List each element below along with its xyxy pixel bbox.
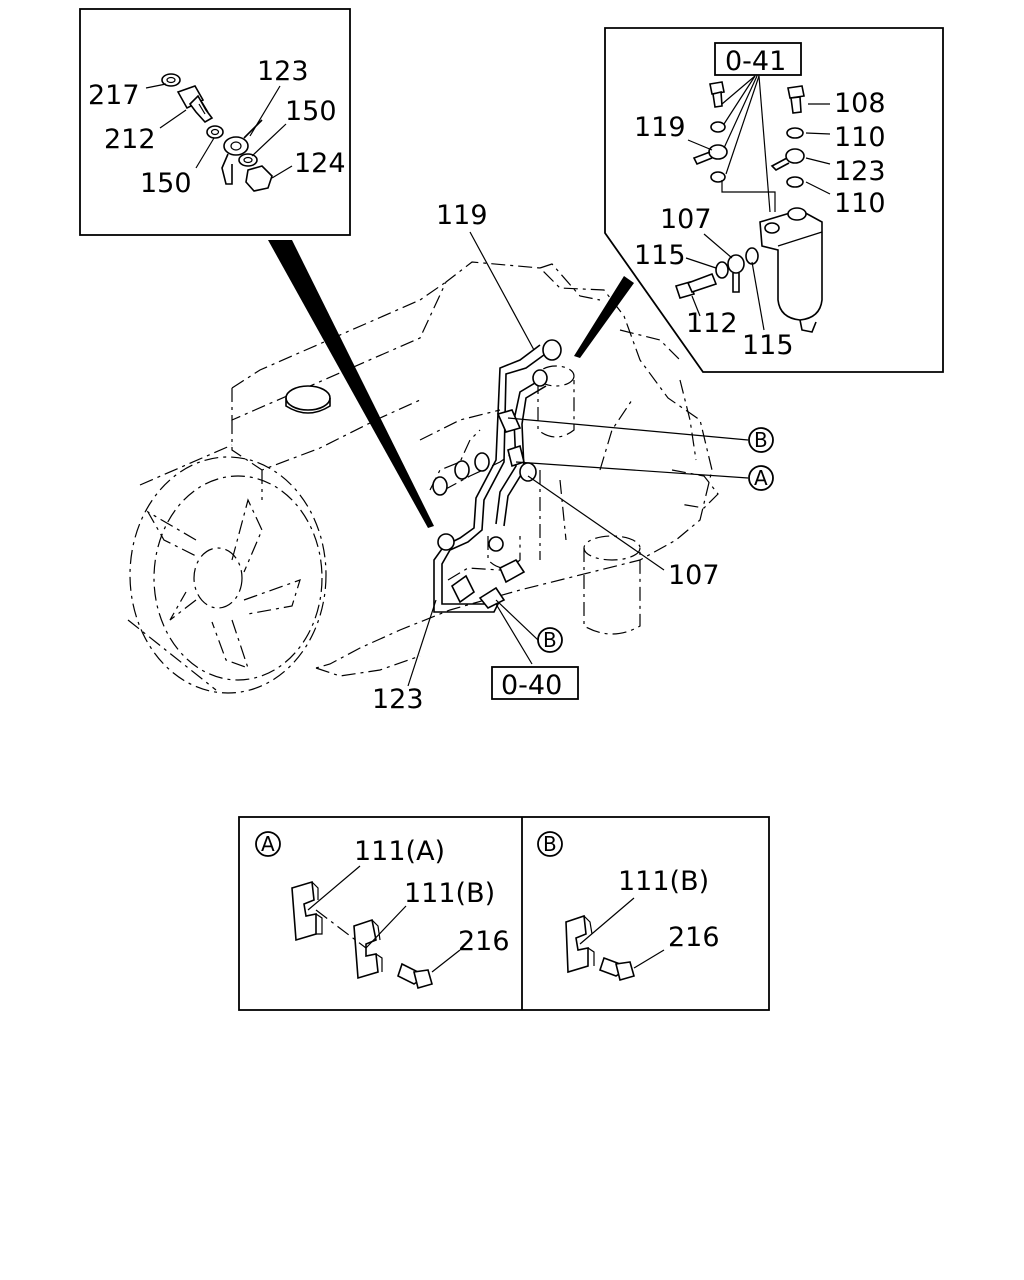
banjo-123 — [221, 119, 263, 185]
label-115-left: 115 — [634, 240, 686, 271]
label-217: 217 — [88, 80, 140, 111]
clamp-111b-b — [565, 914, 589, 974]
inset-fuel-filter: 0-41 — [604, 27, 944, 373]
fitting-212 — [176, 85, 214, 124]
inset-pointer-right — [574, 276, 634, 358]
callout-b-upper-text: B — [754, 428, 768, 452]
ref-box-0-41 — [714, 42, 802, 76]
callout-a — [748, 465, 774, 491]
label-108: 108 — [834, 88, 886, 119]
label-119-right: 119 — [634, 112, 686, 143]
detail-a-marker-text: A — [261, 832, 275, 856]
inset-pointer-left — [268, 240, 434, 528]
ref-0-40: 0-40 — [501, 670, 562, 701]
inset-frame — [79, 8, 351, 236]
banjo-119 — [692, 144, 728, 166]
detail-frame — [238, 816, 770, 1011]
banjo-main-119 — [542, 339, 562, 361]
label-123-main: 123 — [372, 684, 424, 715]
filler-cap — [285, 385, 331, 411]
clip-upper — [496, 409, 522, 433]
inset-fuel-fitting: 217 212 123 150 150 124 — [79, 8, 351, 236]
washer-115-b — [745, 247, 759, 265]
label-107-main: 107 — [668, 560, 720, 591]
label-107-right: 107 — [660, 204, 712, 235]
clip-middle — [507, 444, 525, 468]
fuel-pipes — [433, 339, 562, 613]
label-111b-a: 111(B) — [404, 878, 495, 909]
injection-pump — [429, 429, 526, 604]
banjo-107 — [727, 254, 745, 293]
callout-a-text: A — [754, 466, 768, 490]
washer-150-b — [238, 153, 258, 167]
washer-110-lower — [786, 176, 804, 188]
label-212: 212 — [104, 124, 156, 155]
label-123-right: 123 — [834, 156, 886, 187]
oil-filter — [583, 535, 641, 635]
label-216-b: 216 — [668, 922, 720, 953]
fan-pulley — [127, 444, 327, 694]
detail-panel: A 111(A) 111(B) 216 B — [238, 816, 770, 1011]
clip-lower — [478, 586, 506, 610]
engine-fuel-filter — [537, 365, 575, 438]
label-123: 123 — [257, 56, 309, 87]
clamp-111a — [291, 880, 317, 942]
callout-b-upper — [748, 427, 774, 453]
detail-a-marker — [255, 831, 281, 857]
detail-a: A 111(A) 111(B) 216 — [255, 831, 510, 989]
ref-0-41: 0-41 — [725, 46, 786, 77]
detail-b-marker-text: B — [543, 832, 557, 856]
label-110-lower: 110 — [834, 188, 886, 219]
washer-217 — [161, 73, 181, 87]
nut-124 — [245, 165, 273, 192]
engine-assembly: B A B 0-40 119 107 123 — [127, 200, 774, 715]
label-111a: 111(A) — [354, 836, 445, 867]
callout-b-lower — [537, 627, 563, 653]
banjo-123-right — [770, 148, 805, 171]
label-150-left: 150 — [140, 168, 192, 199]
detail-b: B 111(B) 216 — [537, 831, 720, 981]
ref-box-0-40 — [491, 666, 579, 700]
label-119-main: 119 — [436, 200, 488, 231]
label-124: 124 — [294, 148, 346, 179]
callout-b-lower-text: B — [543, 628, 557, 652]
label-111b-b: 111(B) — [618, 866, 709, 897]
fuel-filter — [759, 207, 823, 333]
inset-frame-right — [604, 27, 944, 373]
detail-b-marker — [537, 831, 563, 857]
banjo-main-107 — [519, 462, 537, 482]
clamp-111b-a — [353, 918, 379, 980]
label-112: 112 — [686, 308, 738, 339]
washer-110-upper — [786, 127, 804, 139]
label-216-a: 216 — [458, 926, 510, 957]
label-110-upper: 110 — [834, 122, 886, 153]
bolt-108 — [787, 85, 805, 99]
label-150-right: 150 — [285, 96, 337, 127]
washer-left-2 — [710, 171, 726, 183]
label-115-right: 115 — [742, 330, 794, 361]
washer-115-a — [715, 261, 729, 279]
washer-150-a — [206, 125, 224, 139]
bolt-upper — [709, 81, 725, 95]
washer-left-1 — [710, 121, 726, 133]
